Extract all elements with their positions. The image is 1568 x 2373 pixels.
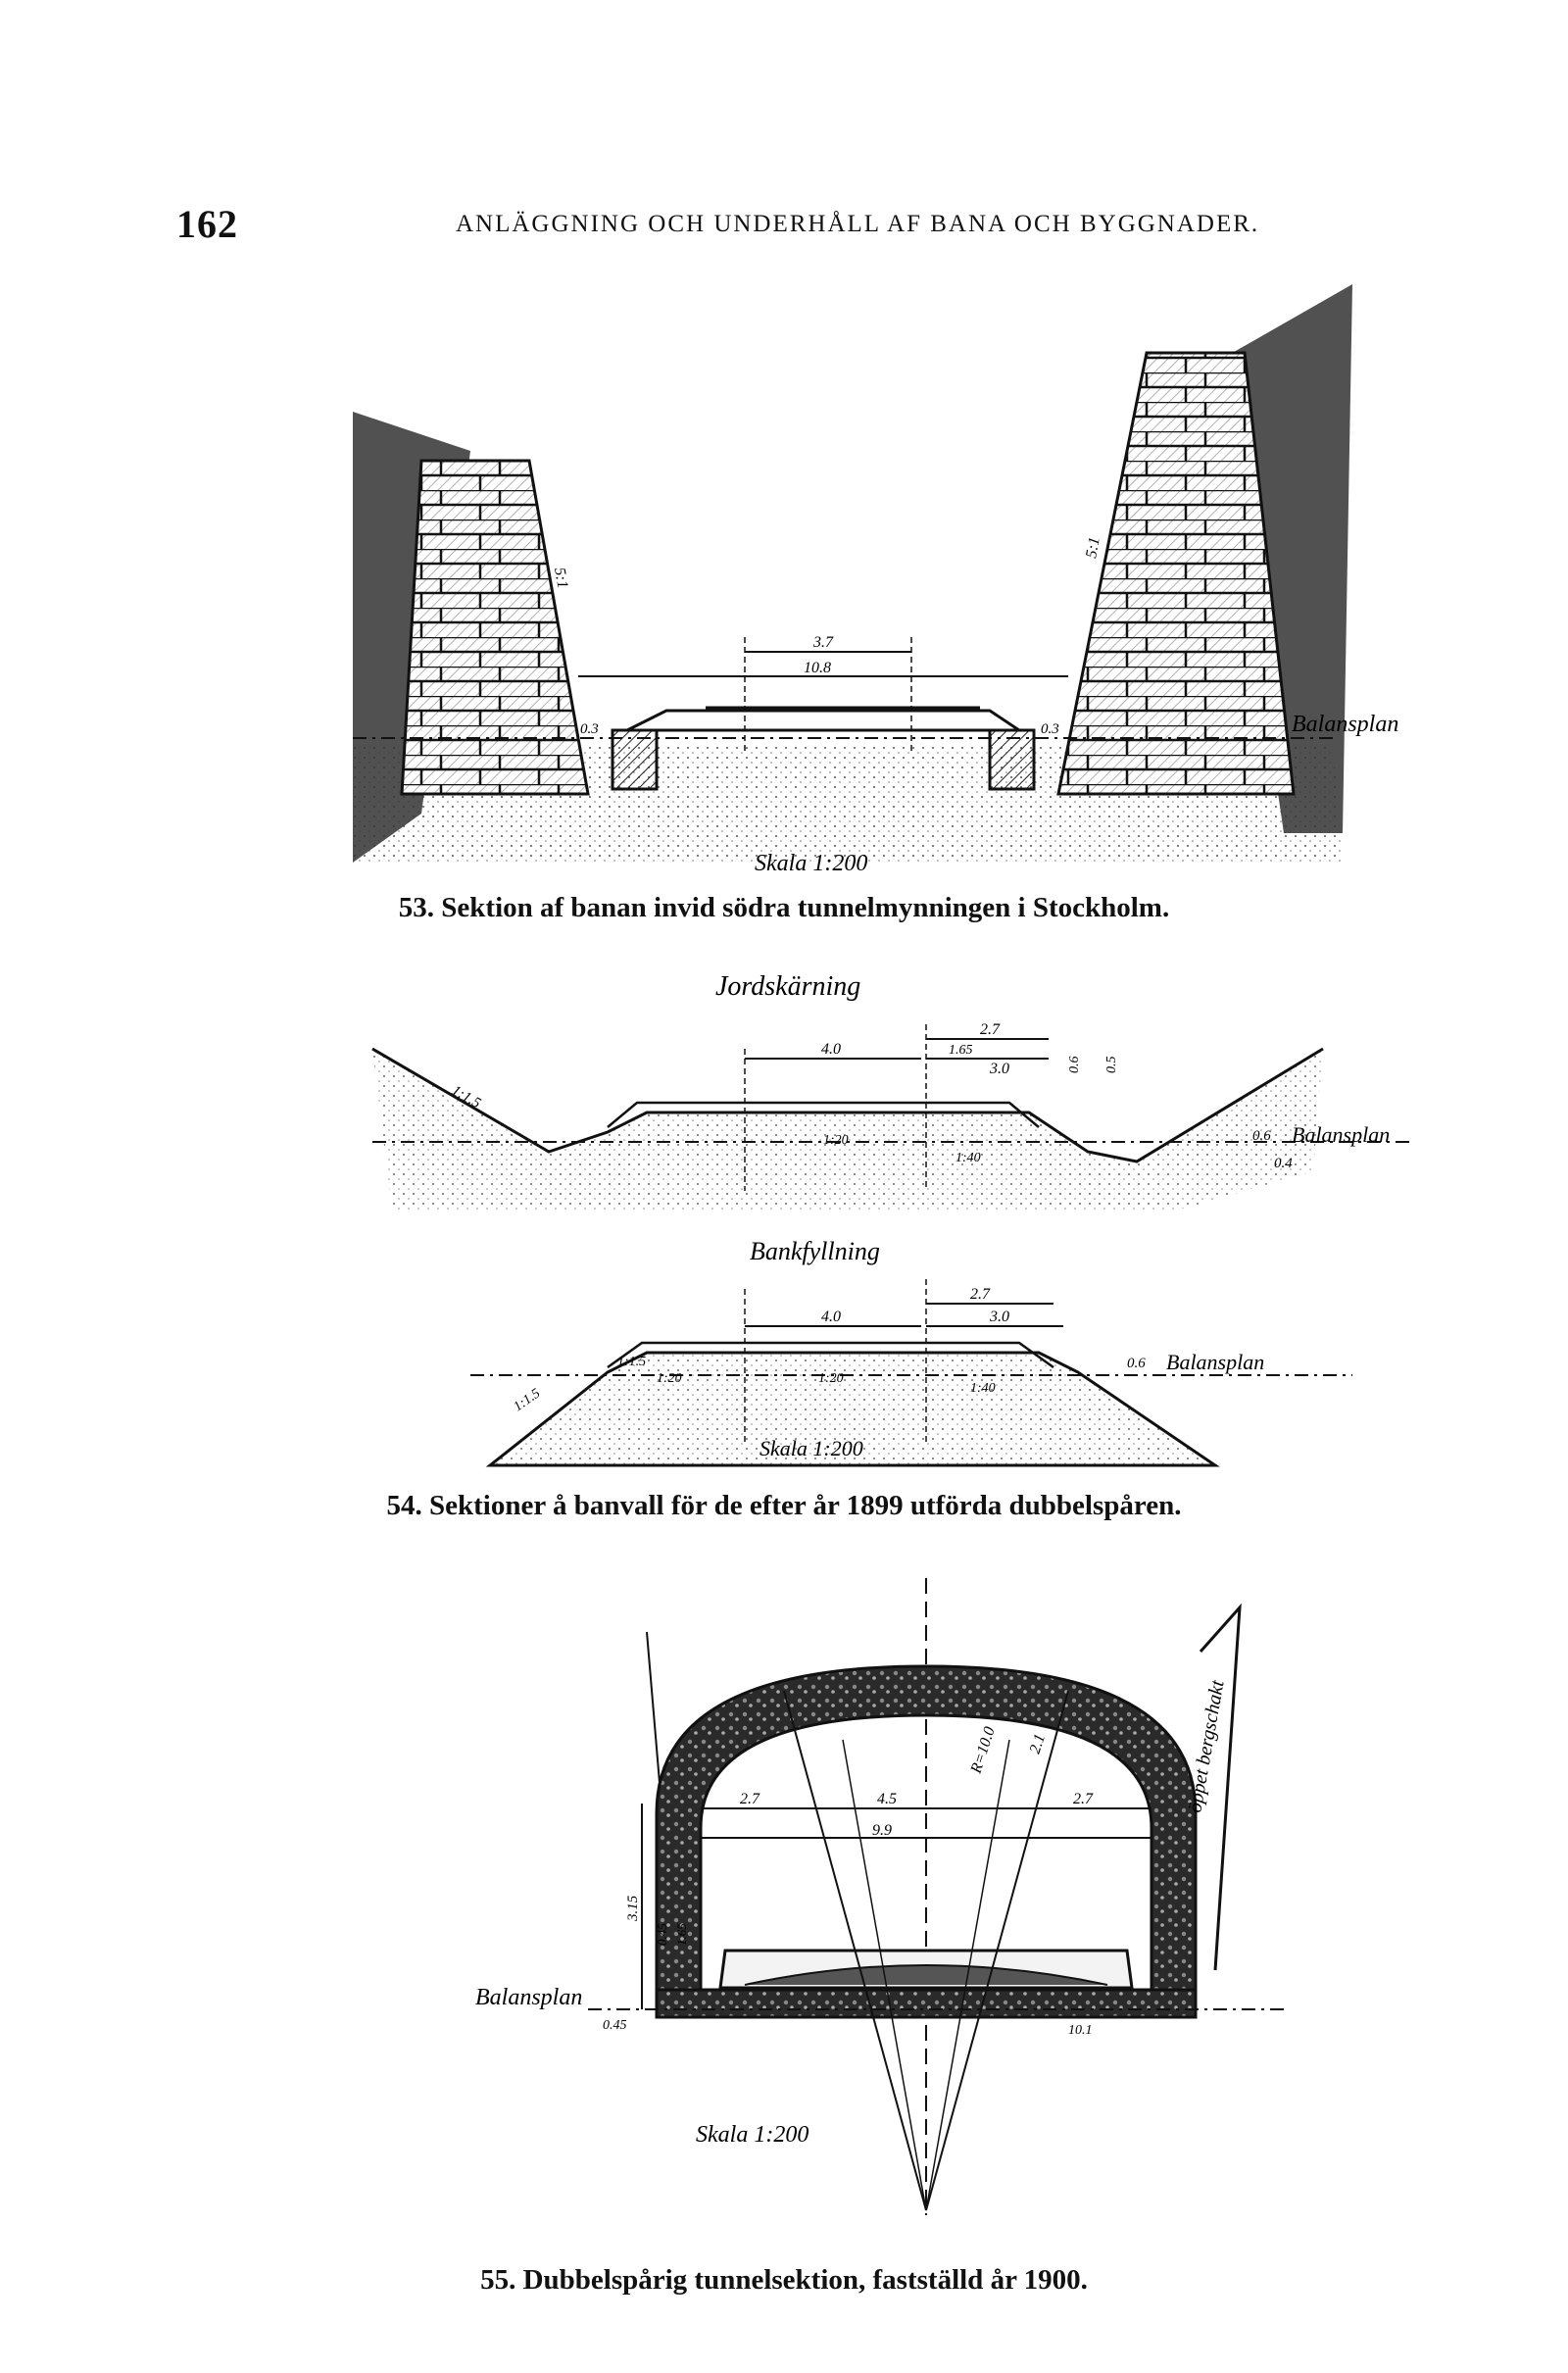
t-dim-r10: R=10.0 (967, 1725, 998, 1776)
bank-dim-27: 2.7 (970, 1286, 991, 1303)
tunnel-balansplan-label: Balansplan (475, 1985, 582, 2010)
cut-dim-06: 0.6 (1067, 1057, 1082, 1074)
t-dim-45: 4.5 (877, 1791, 897, 1807)
embankment-profile (485, 1351, 1220, 1467)
open-rock-cut-line (1199, 1603, 1242, 1971)
bank-balansplan-label: Balansplan (1166, 1350, 1264, 1374)
t-dim-27-right: 2.7 (1073, 1791, 1094, 1807)
t-dim-315: 3.15 (625, 1895, 641, 1922)
caption-55: 55. Dubbelspårig tunnelsektion, faststäl… (480, 2264, 1088, 2296)
cutting-ground (372, 1049, 1323, 1211)
cut-dim-165: 1.65 (949, 1043, 973, 1058)
bank-dim-40: 4.0 (821, 1309, 841, 1325)
balansplan-label: Balansplan (1292, 712, 1398, 737)
figure-55: 2.7 4.5 2.7 9.9 R=10.0 2.1 3.15 0.45 1.6… (0, 1558, 1568, 2254)
dim-108: 10.8 (804, 660, 831, 676)
radius-line-left (783, 1690, 927, 2211)
cut-dim-06b: 0.6 (1252, 1128, 1271, 1144)
page-header: 162 ANLÄGGNING OCH UNDERHÅLL AF BANA OCH… (176, 201, 1352, 250)
t-dim-045b: 0.45 (603, 2018, 627, 2033)
title-jordskarning: Jordskärning (715, 971, 860, 1002)
page-number: 162 (176, 202, 238, 246)
open-rock-cut-label: öppet bergschakt (1184, 1678, 1228, 1814)
bank-slope-140: 1:40 (970, 1381, 996, 1396)
slope-right: 5:1 (1083, 536, 1102, 560)
t-dim-27-left: 2.7 (740, 1791, 760, 1807)
bank-dim-06: 0.6 (1127, 1356, 1146, 1371)
bank-slope-115: 1:1.5 (617, 1355, 646, 1369)
slope-left: 5:1 (551, 567, 570, 590)
figure-53-drawing: 3.7 10.8 0.3 0.3 5:1 5:1 Balansplan Skal… (353, 284, 1398, 876)
bank-slope-120b: 1:20 (818, 1371, 844, 1386)
radius-line-right (925, 1690, 1069, 2211)
tunnel-lining (655, 1664, 1198, 1992)
cut-dim-04: 0.4 (1274, 1156, 1293, 1171)
embankment-ballast (607, 1341, 1054, 1369)
figure-53: 3.7 10.8 0.3 0.3 5:1 5:1 Balansplan Skal… (0, 284, 1568, 892)
bank-slope-115b: 1:1.5 (512, 1386, 543, 1414)
dim-37: 3.7 (812, 634, 834, 651)
cut-slope-140: 1:40 (956, 1151, 981, 1165)
fig55-scale-label: Skala 1:200 (696, 2122, 808, 2148)
bank-slope-120a: 1:20 (657, 1371, 682, 1386)
scale-label: Skala 1:200 (755, 851, 867, 876)
t-dim-99: 9.9 (872, 1822, 892, 1839)
tunnel-drain-fill (744, 1964, 1108, 1986)
title-bankfyllning: Bankfyllning (750, 1237, 880, 1265)
dim-03-left: 0.3 (580, 721, 599, 737)
cut-dim-40: 4.0 (821, 1041, 841, 1058)
t-dim-165: 1.65 (674, 1923, 689, 1946)
t-dim-045: 0.45 (655, 1923, 669, 1946)
figure-54: Jordskärning 4.0 2.7 1.65 3.0 0.6 0.5 1:… (0, 965, 1568, 1495)
cutting-profile (371, 1047, 1324, 1163)
figure-55-drawing: 2.7 4.5 2.7 9.9 R=10.0 2.1 3.15 0.45 1.6… (475, 1578, 1284, 2215)
fig54-scale-label: Skala 1:200 (760, 1436, 863, 1460)
cut-dim-05: 0.5 (1104, 1057, 1119, 1074)
cut-dim-27: 2.7 (980, 1021, 1001, 1038)
cutting-ballast (607, 1101, 1040, 1128)
figure-54-drawing: Jordskärning 4.0 2.7 1.65 3.0 0.6 0.5 1:… (371, 971, 1411, 1467)
cut-balansplan-label: Balansplan (1292, 1122, 1390, 1147)
t-dim-21: 2.1 (1027, 1732, 1049, 1755)
running-title: ANLÄGGNING OCH UNDERHÅLL AF BANA OCH BYG… (456, 211, 1260, 237)
caption-54: 54. Sektioner å banvall för de efter år … (386, 1490, 1182, 1521)
tunnel-base (655, 1988, 1198, 2019)
left-drain (611, 728, 659, 791)
ballast-bed (626, 709, 1024, 732)
cut-dim-30: 3.0 (989, 1061, 1009, 1077)
bank-dim-30: 3.0 (989, 1309, 1009, 1325)
caption-53: 53. Sektion af banan invid södra tunnelm… (398, 892, 1170, 923)
t-dim-101: 10.1 (1068, 2023, 1093, 2038)
dim-03-right: 0.3 (1041, 721, 1059, 737)
cut-slope-120: 1:20 (823, 1133, 849, 1148)
